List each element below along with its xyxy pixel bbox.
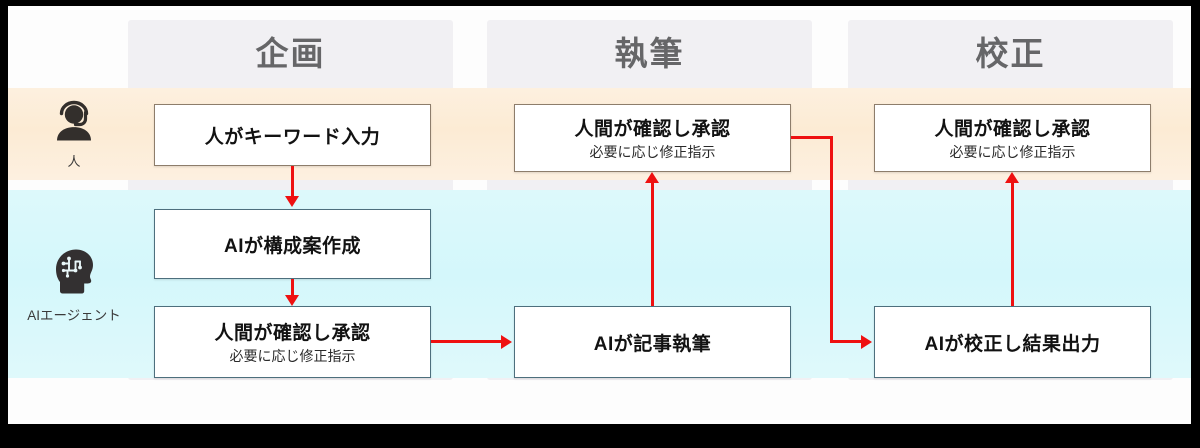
arrow-head-n4-n7 — [861, 335, 872, 349]
lane-label-ai: AIエージェント — [22, 190, 126, 378]
phase-header-kousei: 校正 — [975, 35, 1046, 72]
connector-n2-n3 — [291, 279, 294, 297]
connector-n1-n2 — [291, 166, 294, 198]
connector-n3-n5 — [431, 340, 503, 343]
process-node-ai-proofread-output[interactable]: AIが校正し結果出力 — [874, 306, 1151, 378]
arrow-head-n2-n3 — [285, 295, 299, 306]
process-node-ai-write-article[interactable]: AIが記事執筆 — [514, 306, 791, 378]
node-subtitle: 必要に応じ修正指示 — [229, 348, 356, 364]
node-title: AIが記事執筆 — [593, 333, 712, 355]
connector-n4-n7-seg2 — [830, 136, 833, 340]
node-title: AIが構成案作成 — [223, 235, 361, 257]
phase-header-kikaku: 企画 — [255, 35, 326, 72]
node-title: 人間が確認し承認 — [574, 119, 731, 140]
node-subtitle: 必要に応じ修正指示 — [589, 144, 716, 160]
process-node-human-keyword-input[interactable]: 人がキーワード入力 — [154, 104, 431, 166]
process-node-human-approve-writing[interactable]: 人間が確認し承認 必要に応じ修正指示 — [514, 104, 791, 172]
arrow-head-n5-n4 — [645, 172, 659, 183]
lane-label-ai-text: AIエージェント — [27, 307, 121, 323]
node-title: AIが校正し結果出力 — [924, 333, 1101, 355]
connector-n7-n6 — [1011, 182, 1014, 306]
lane-label-human-text: 人 — [67, 154, 81, 169]
connector-n4-n7-seg1 — [791, 136, 833, 139]
node-title: 人間が確認し承認 — [214, 323, 371, 344]
ai-head-profile-icon — [46, 245, 102, 299]
diagram-canvas: 企画 執筆 校正 人 — [8, 6, 1191, 424]
process-node-human-approve-plan[interactable]: 人間が確認し承認 必要に応じ修正指示 — [154, 306, 431, 378]
node-title: 人間が確認し承認 — [934, 119, 1091, 140]
connector-n4-n7-seg3 — [830, 340, 863, 343]
arrow-head-n7-n6 — [1005, 172, 1019, 183]
phase-header-shippitsu: 執筆 — [614, 35, 685, 72]
lane-label-human: 人 — [22, 88, 126, 180]
process-node-ai-outline-draft[interactable]: AIが構成案作成 — [154, 209, 431, 279]
arrow-head-n1-n2 — [285, 196, 299, 207]
node-title: 人がキーワード入力 — [204, 126, 381, 148]
connector-n5-n4 — [651, 182, 654, 306]
headset-person-icon — [48, 98, 100, 146]
node-subtitle: 必要に応じ修正指示 — [949, 144, 1076, 160]
process-node-human-approve-proofread[interactable]: 人間が確認し承認 必要に応じ修正指示 — [874, 104, 1151, 172]
arrow-head-n3-n5 — [501, 335, 512, 349]
